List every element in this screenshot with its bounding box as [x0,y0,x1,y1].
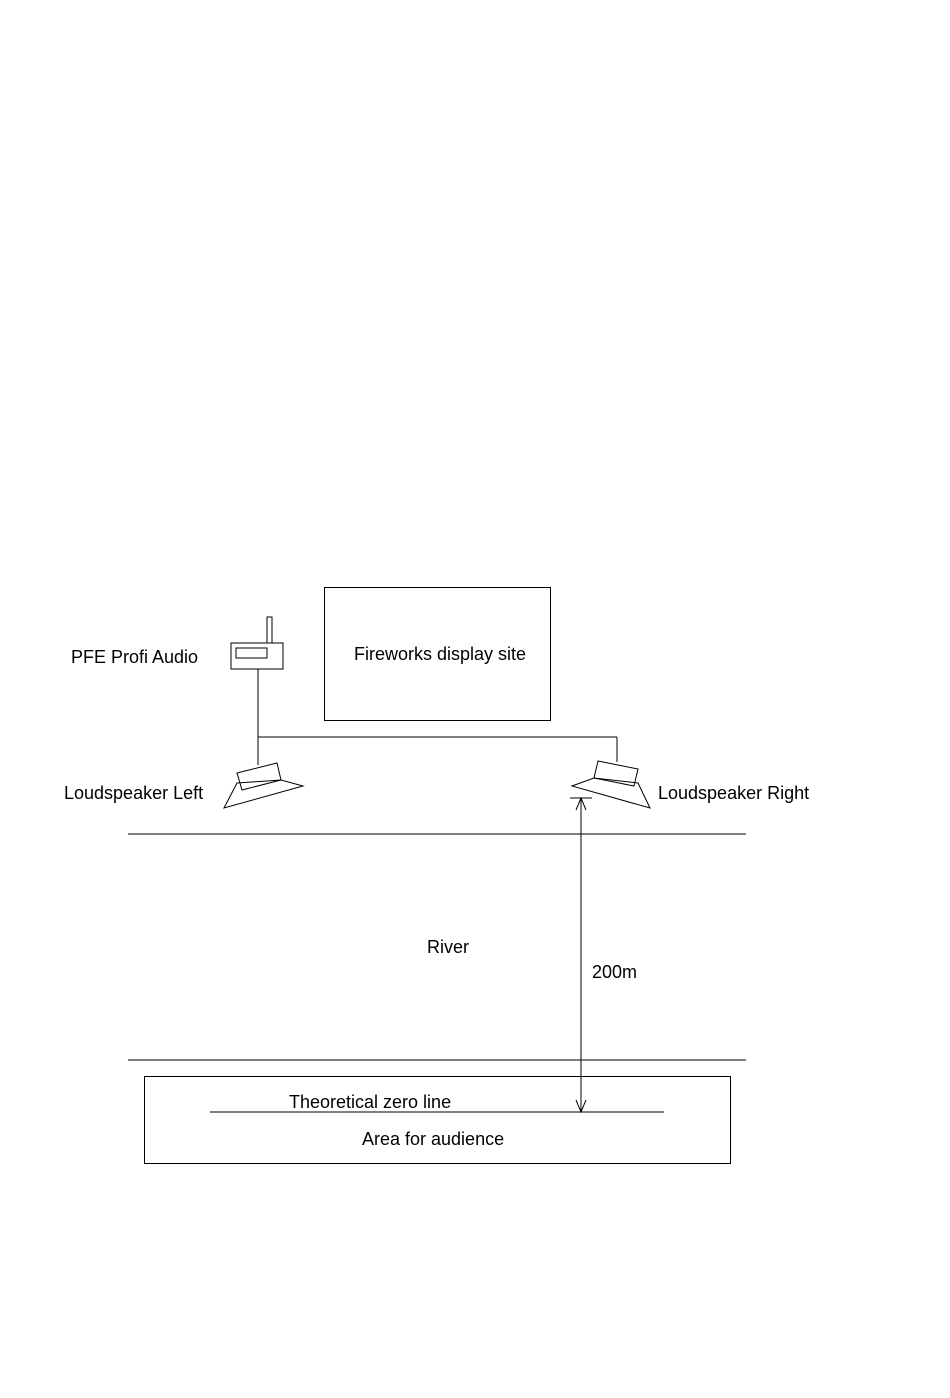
audience-area-box [144,1076,731,1164]
audience-area-label: Area for audience [362,1129,504,1149]
display-site-label: Fireworks display site [354,644,526,664]
distance-label: 200m [592,962,637,982]
radio-receiver-icon [231,617,283,669]
zero-line-label: Theoretical zero line [289,1092,451,1112]
loudspeaker-right-icon [572,761,650,808]
distance-arrow [570,798,592,1112]
loudspeaker-left-icon [224,763,303,808]
speaker-left-label: Loudspeaker Left [64,783,203,803]
river-label: River [427,937,469,957]
receiver-label: PFE Profi Audio [71,647,198,667]
speaker-right-label: Loudspeaker Right [658,783,809,803]
